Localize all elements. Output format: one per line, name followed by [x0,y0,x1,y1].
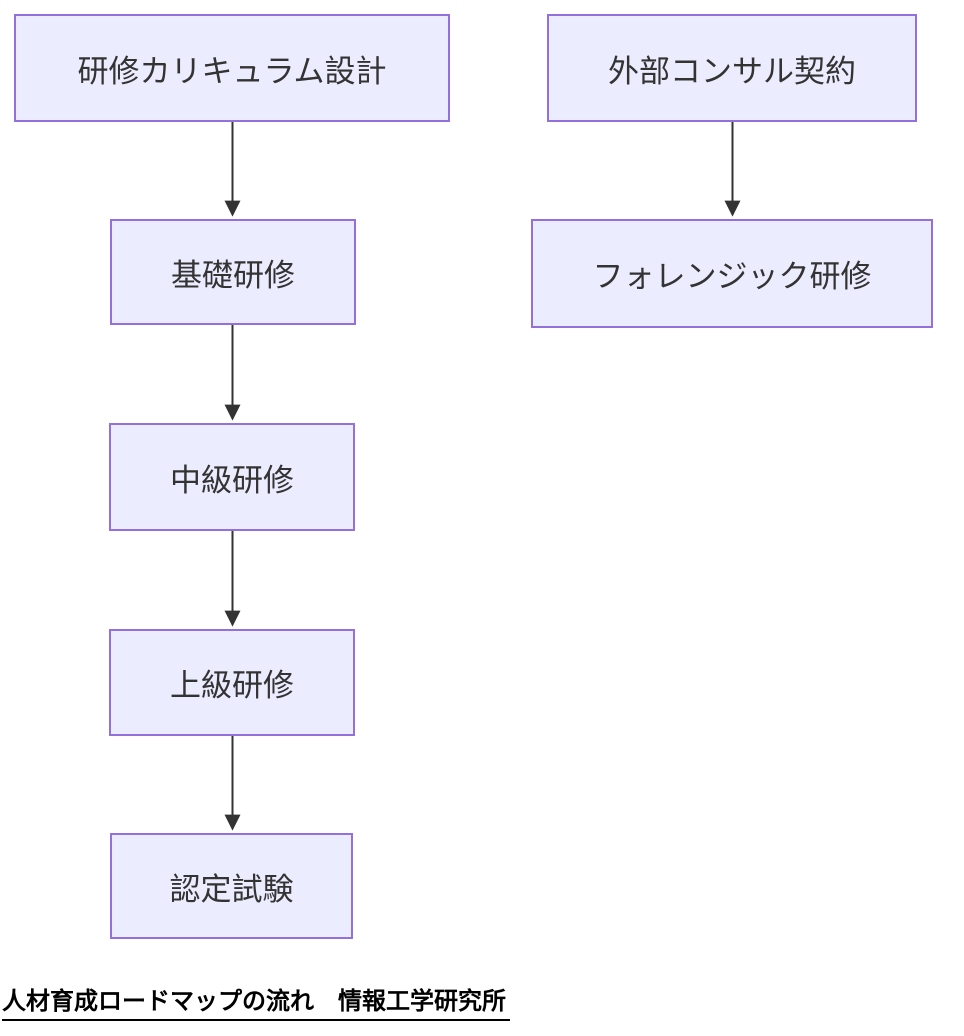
node-basic-training: 基礎研修 [110,219,356,325]
node-forensic-training-label: フォレンジック研修 [592,259,872,294]
node-basic-training-label: 基礎研修 [171,257,295,293]
node-certification-exam: 認定試験 [110,833,353,939]
node-curriculum: 研修カリキュラム設計 [14,14,450,122]
node-external-consultant: 外部コンサル契約 [547,14,917,122]
node-curriculum-label: 研修カリキュラム設計 [77,53,387,89]
node-external-consultant-label: 外部コンサル契約 [608,53,856,89]
node-intermediate-training-label: 中級研修 [170,462,294,498]
node-advanced-training-label: 上級研修 [170,668,294,703]
node-advanced-training: 上級研修 [109,629,355,736]
diagram-caption: 人材育成ロードマップの流れ 情報工学研究所 [2,981,510,1021]
node-certification-exam-label: 認定試験 [169,871,294,907]
node-forensic-training: フォレンジック研修 [531,219,933,328]
node-intermediate-training: 中級研修 [109,423,355,531]
